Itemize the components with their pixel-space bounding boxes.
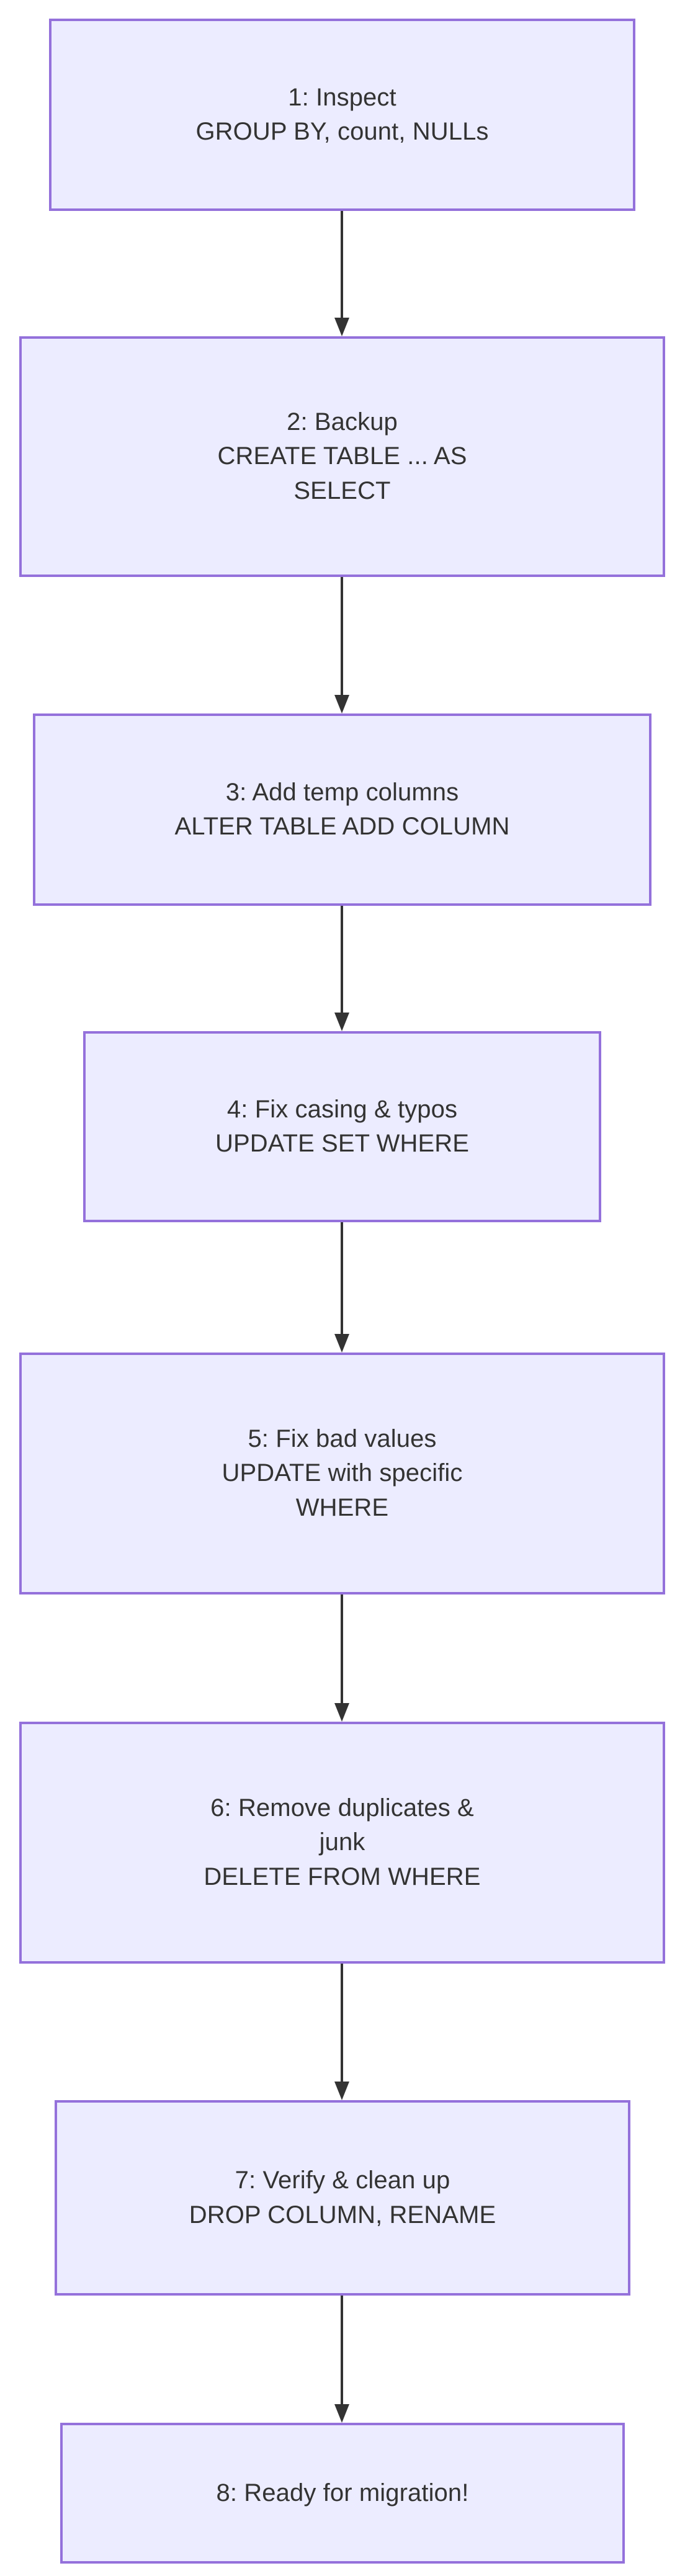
flow-node-step8-line-1: 8: Ready for migration! xyxy=(216,2479,469,2507)
flow-node-step7-line-1: 7: Verify & clean up xyxy=(235,2167,450,2194)
flow-arrow-step1-to-step2 xyxy=(329,211,354,336)
flow-node-step8[interactable]: 8: Ready for migration! xyxy=(60,2423,625,2564)
flow-node-step7-line-2: DROP COLUMN, RENAME xyxy=(189,2201,496,2229)
flow-arrow-step6-to-step7 xyxy=(329,1964,354,2100)
flow-node-step1-line-2: GROUP BY, count, NULLs xyxy=(195,118,489,145)
flow-arrow-step7-to-step8 xyxy=(329,2296,354,2423)
flow-node-step5-line-2: UPDATE with specific xyxy=(222,1459,463,1487)
flow-node-step3-line-1: 3: Add temp columns xyxy=(225,778,459,806)
flow-node-step5-line-1: 5: Fix bad values xyxy=(248,1425,437,1453)
flow-node-step1-line-1: 1: Inspect xyxy=(288,83,396,111)
flow-node-step6-line-2: junk xyxy=(319,1828,365,1856)
flow-node-step2-line-2: CREATE TABLE ... AS xyxy=(217,442,467,470)
flow-arrow-step3-to-step4 xyxy=(329,906,354,1031)
flow-node-step2-line-3: SELECT xyxy=(293,476,391,504)
flow-node-step5-line-3: WHERE xyxy=(295,1493,389,1521)
flow-node-step2-line-1: 2: Backup xyxy=(287,408,398,436)
flow-node-step4-line-1: 4: Fix casing & typos xyxy=(226,1095,458,1123)
flow-node-step6-line-1: 6: Remove duplicates & xyxy=(210,1794,474,1822)
flow-arrow-step4-to-step5 xyxy=(329,1222,354,1353)
flow-arrow-step5-to-step6 xyxy=(329,1594,354,1722)
flow-node-step6-line-3: DELETE FROM WHERE xyxy=(204,1863,481,1890)
flow-node-step7[interactable]: 7: Verify & clean up DROP COLUMN, RENAME xyxy=(55,2100,630,2296)
flow-node-step3-line-2: ALTER TABLE ADD COLUMN xyxy=(174,813,510,840)
flow-arrow-step2-to-step3 xyxy=(329,577,354,713)
flow-node-step4-line-2: UPDATE SET WHERE xyxy=(215,1130,470,1157)
